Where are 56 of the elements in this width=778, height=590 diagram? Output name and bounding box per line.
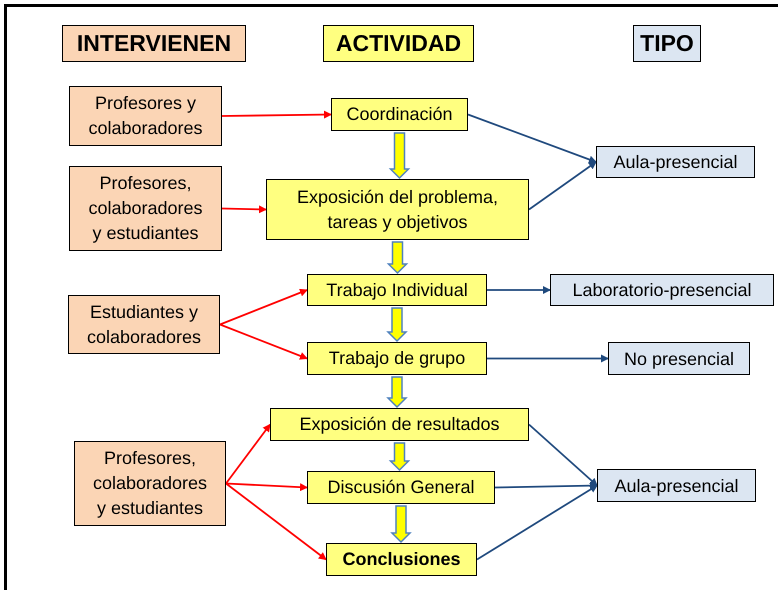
node-label: Estudiantes y colaboradores — [86, 300, 202, 348]
node-label: ACTIVIDAD — [336, 29, 462, 58]
activity-box — [307, 274, 487, 306]
participant-box — [69, 86, 222, 146]
type-box — [550, 274, 774, 306]
node-label: Profesores, colaboradores y estudiantes — [87, 172, 204, 245]
node-label: Profesores, colaboradores y estudiantes — [92, 447, 208, 520]
arrow — [494, 482, 598, 490]
block-arrow — [390, 505, 412, 544]
type-box — [597, 469, 756, 502]
node-label: Exposición de resultados — [299, 413, 500, 436]
activity-box — [326, 543, 477, 576]
node-label: TIPO — [640, 29, 694, 58]
participant-box — [74, 441, 226, 526]
block-arrow — [386, 376, 408, 408]
participant-box — [68, 295, 220, 354]
arrow — [222, 205, 267, 214]
activity-box — [331, 98, 468, 131]
node-label: INTERVIENEN — [76, 29, 232, 58]
arrow — [487, 286, 551, 294]
node-label: Profesores y colaboradores — [87, 92, 204, 140]
arrow — [476, 484, 598, 560]
block-arrow — [388, 442, 410, 472]
arrow — [528, 424, 598, 486]
arrow — [487, 354, 609, 362]
type-box — [608, 342, 750, 375]
node-label: Coordinación — [346, 103, 453, 126]
node-label: Aula-presencial — [613, 151, 738, 173]
column-header — [633, 25, 701, 62]
arrow — [528, 161, 597, 210]
node-label: Trabajo Individual — [326, 278, 468, 302]
arrow — [468, 114, 597, 164]
node-label: Discusión General — [327, 476, 475, 499]
node-label: Exposición del problema, tareas y objetivos — [296, 186, 500, 234]
block-arrow — [386, 241, 408, 274]
node-label: No presencial — [624, 348, 734, 370]
arrow — [220, 324, 308, 360]
arrow — [225, 482, 327, 560]
column-header — [62, 25, 246, 62]
column-header — [323, 25, 474, 62]
arrow — [220, 288, 308, 326]
arrow — [225, 424, 271, 484]
node-label: Aula-presencial — [614, 474, 739, 496]
block-arrow — [388, 132, 410, 180]
block-arrow — [386, 307, 408, 342]
arrow — [222, 110, 332, 119]
node-label: Laboratorio-presencial — [572, 279, 752, 301]
activity-box — [307, 471, 495, 504]
type-box — [596, 146, 755, 178]
arrow — [226, 482, 308, 492]
activity-box — [307, 342, 487, 375]
participant-box — [69, 166, 222, 251]
activity-box — [270, 408, 529, 441]
node-label: Conclusiones — [342, 548, 461, 571]
node-label: Trabajo de grupo — [328, 347, 466, 370]
activity-box — [266, 179, 529, 240]
